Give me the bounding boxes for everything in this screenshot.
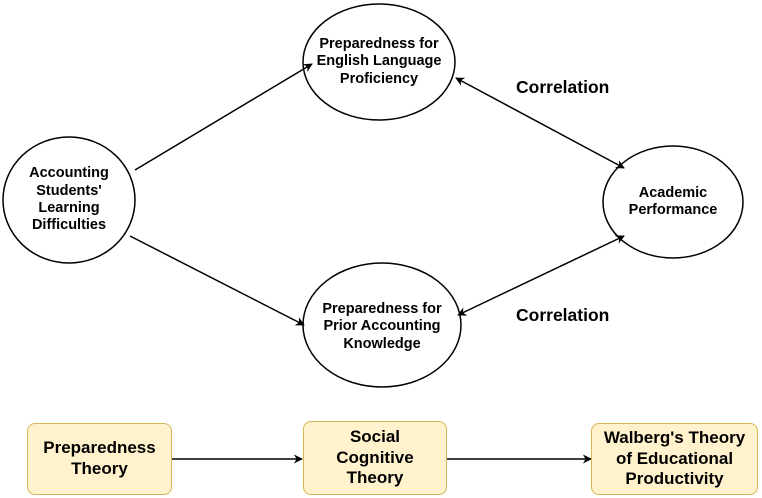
theory-box-social-cognitive: Social Cognitive Theory — [303, 421, 447, 495]
edge-accounting-performance — [457, 235, 625, 316]
theory-box-preparedness: Preparedness Theory — [27, 423, 172, 495]
correlation-label-bottom: Correlation — [516, 305, 610, 325]
edge-english-performance — [455, 77, 625, 169]
theory-label-preparedness: Preparedness Theory — [43, 438, 156, 478]
node-performance-label: Academic Performance — [628, 184, 718, 218]
node-performance: Academic Performance — [603, 146, 743, 258]
node-difficulties-label: Accounting Students' Learning Difficulti… — [29, 165, 109, 234]
node-difficulties: Accounting Students' Learning Difficulti… — [6, 140, 132, 260]
node-accounting-label: Preparedness for Prior Accounting Knowle… — [322, 300, 442, 352]
node-performance-shape — [602, 145, 744, 259]
theory-label-walberg: Walberg's Theory of Educational Producti… — [603, 427, 746, 489]
theory-box-walberg: Walberg's Theory of Educational Producti… — [591, 423, 758, 495]
correlation-label-top: Correlation — [516, 77, 610, 97]
node-english-shape — [302, 3, 456, 121]
node-english: Preparedness for English Language Profic… — [303, 4, 455, 120]
node-accounting: Preparedness for Prior Accounting Knowle… — [303, 265, 461, 389]
node-difficulties-shape — [2, 136, 136, 264]
edge-difficulties-to-english — [134, 63, 313, 171]
theory-label-social-cognitive: Social Cognitive Theory — [336, 426, 414, 488]
edge-difficulties-to-accounting — [129, 235, 305, 326]
node-english-label: Preparedness for English Language Profic… — [316, 35, 442, 87]
